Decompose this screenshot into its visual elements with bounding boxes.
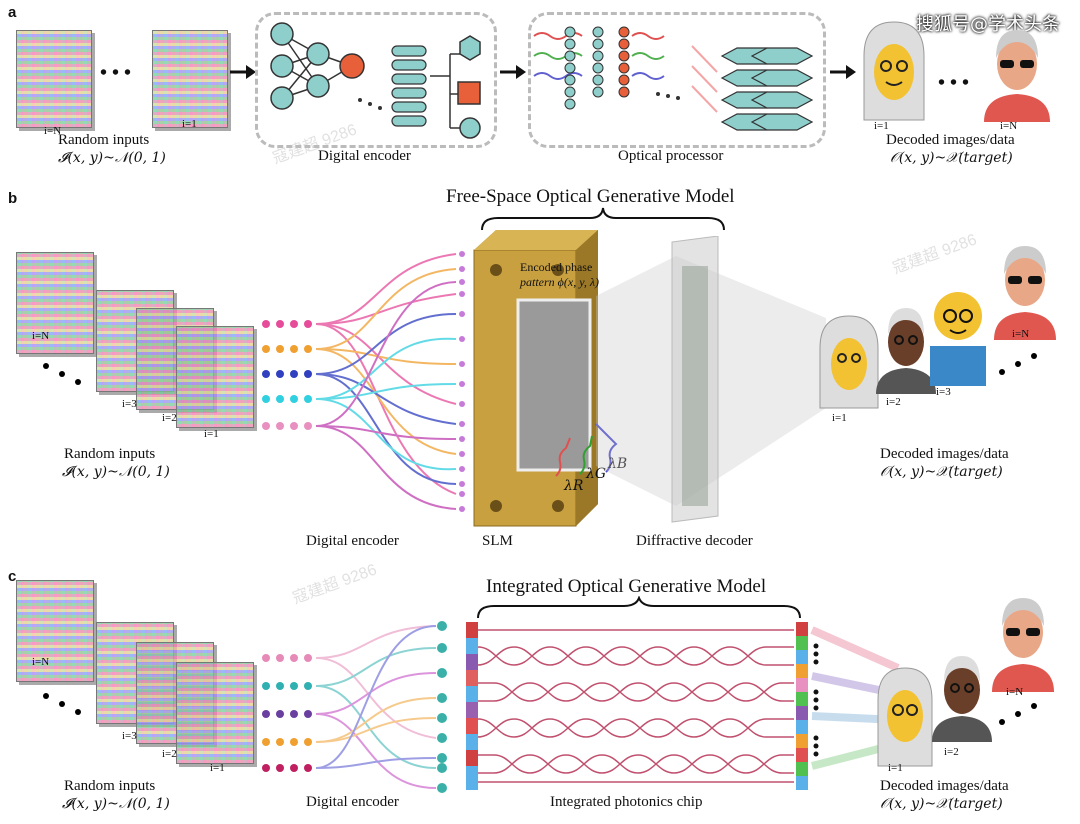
input-frame bbox=[176, 662, 254, 764]
input-frame bbox=[152, 30, 228, 128]
chip-label: Integrated photonics chip bbox=[550, 794, 703, 810]
source-mark: 搜狐号@学术头条 bbox=[916, 14, 1060, 35]
lambda-r: λR bbox=[564, 478, 584, 494]
photonic-chip-mesh bbox=[466, 622, 808, 790]
title-brace bbox=[481, 207, 725, 231]
slm-label: SLM bbox=[482, 533, 513, 549]
title-brace bbox=[477, 596, 801, 619]
frame-label: i=2 bbox=[162, 748, 177, 760]
ellipsis: • • • bbox=[100, 62, 132, 84]
encoder-network-icon bbox=[270, 22, 481, 139]
frame-label: i=3 bbox=[122, 398, 137, 410]
frame-label: i=2 bbox=[162, 412, 177, 424]
encoder-box bbox=[255, 12, 497, 148]
decoded-avatar-icon bbox=[863, 21, 925, 121]
decoded-avatar-icon bbox=[819, 315, 879, 409]
light-cone bbox=[596, 236, 826, 523]
watermark: 寇建超 9286 bbox=[890, 231, 980, 278]
frame-label: i=2 bbox=[886, 396, 901, 408]
lambda-b: λB bbox=[608, 456, 627, 472]
frame-label: i=1 bbox=[832, 412, 847, 424]
ellipsis-dots bbox=[43, 693, 81, 715]
frame-label: i=1 bbox=[210, 762, 225, 774]
watermark: 寇建超 9286 bbox=[290, 561, 380, 608]
panel-b-letter: b bbox=[8, 190, 18, 207]
decoded-avatar-icon bbox=[984, 30, 1050, 122]
outputs-math: 𝒪(x, y)~𝒳(target) bbox=[880, 796, 1003, 812]
decoded-avatar-icon bbox=[877, 667, 933, 767]
frame-label: i=2 bbox=[944, 746, 959, 758]
phase-label: pattern ϕ(x, y, λ) bbox=[520, 275, 600, 289]
lambda-g: λG bbox=[586, 466, 607, 482]
ellipsis: • • • bbox=[938, 72, 970, 94]
decoded-avatar-icon bbox=[992, 598, 1054, 692]
frame-label: i=1 bbox=[888, 762, 903, 774]
processor-box bbox=[528, 12, 826, 148]
input-frame bbox=[16, 580, 94, 682]
panel-c-title: Integrated Optical Generative Model bbox=[486, 576, 767, 597]
phase-label: Encoded phase bbox=[520, 260, 593, 274]
decoded-avatar-icon bbox=[932, 656, 992, 742]
ellipsis-dots bbox=[43, 363, 81, 385]
outputs-math: 𝒪(x, y)~𝒳(target) bbox=[890, 150, 1013, 166]
inputs-label: Random inputs bbox=[64, 446, 156, 462]
ellipsis-dots bbox=[999, 353, 1037, 375]
decoded-avatar-icon bbox=[930, 292, 986, 386]
optical-processor-icon bbox=[533, 26, 814, 131]
decoded-avatar-icon bbox=[876, 308, 936, 394]
panel-c-letter: c bbox=[8, 568, 17, 585]
arrow-icon bbox=[830, 65, 856, 79]
outputs-label: Decoded images/data bbox=[886, 132, 1015, 148]
inputs-math: 𝓘(x, y)~𝒩(0, 1) bbox=[58, 150, 166, 166]
encoder-label: Digital encoder bbox=[306, 533, 399, 549]
arrow-icon bbox=[500, 65, 526, 79]
frame-label: i=1 bbox=[874, 120, 889, 132]
frame-label: i=3 bbox=[122, 730, 137, 742]
decoder-label: Diffractive decoder bbox=[636, 533, 753, 549]
input-frame bbox=[16, 30, 92, 128]
wavelength-arrows-icon bbox=[555, 423, 618, 477]
frame-label: i=N bbox=[32, 656, 50, 668]
outputs-label: Decoded images/data bbox=[880, 778, 1009, 794]
frame-label: i=1 bbox=[182, 118, 197, 130]
frame-label: i=N bbox=[1000, 120, 1018, 132]
panel-a-letter: a bbox=[8, 4, 17, 21]
inputs-math: 𝓘(x, y)~𝒩(0, 1) bbox=[62, 464, 170, 480]
decoded-avatar-icon bbox=[994, 246, 1056, 340]
processor-label: Optical processor bbox=[618, 148, 724, 164]
input-frame bbox=[16, 252, 94, 354]
slm-device bbox=[473, 230, 598, 527]
inputs-math: 𝓘(x, y)~𝒩(0, 1) bbox=[62, 796, 170, 812]
input-frame bbox=[176, 326, 254, 428]
frame-label: i=3 bbox=[936, 386, 951, 398]
frame-label: i=N bbox=[44, 125, 62, 137]
encoder-fan-icon bbox=[262, 251, 465, 512]
outputs-label: Decoded images/data bbox=[880, 446, 1009, 462]
inputs-label: Random inputs bbox=[58, 132, 150, 148]
frame-label: i=N bbox=[1006, 686, 1024, 698]
frame-label: i=N bbox=[1012, 328, 1030, 340]
frame-label: i=1 bbox=[204, 428, 219, 440]
encoder-label: Digital encoder bbox=[306, 794, 399, 810]
encoder-label: Digital encoder bbox=[318, 148, 411, 164]
panel-b-title: Free-Space Optical Generative Model bbox=[446, 186, 735, 207]
ellipsis-dots bbox=[999, 703, 1037, 725]
arrow-icon bbox=[230, 65, 256, 79]
inputs-label: Random inputs bbox=[64, 778, 156, 794]
outputs-math: 𝒪(x, y)~𝒳(target) bbox=[880, 464, 1003, 480]
encoder-fan-icon bbox=[262, 621, 447, 793]
frame-label: i=N bbox=[32, 330, 50, 342]
